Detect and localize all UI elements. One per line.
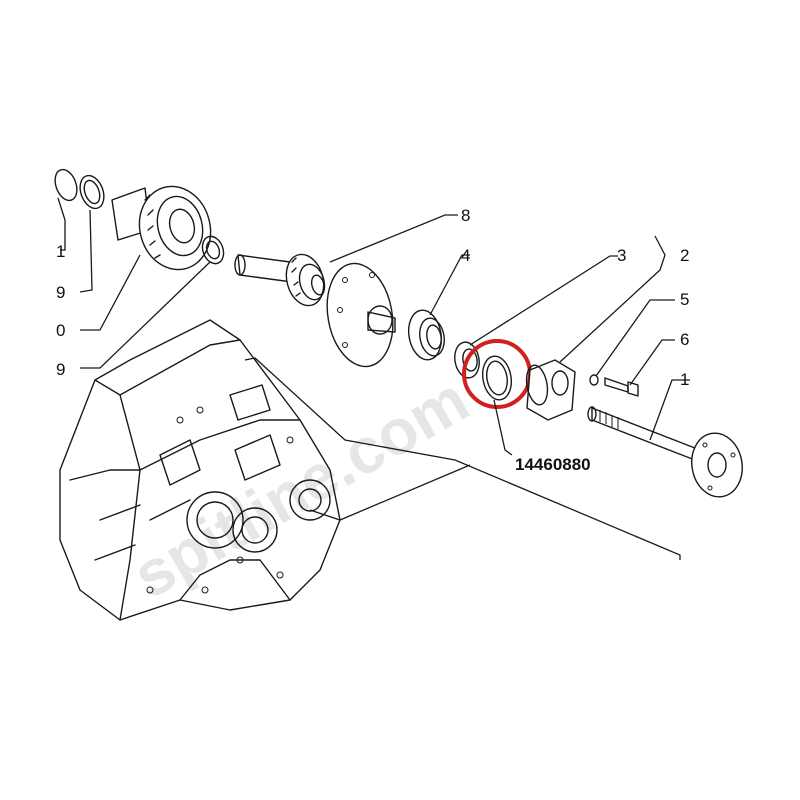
leader-9-top xyxy=(79,209,93,293)
bearing-cover xyxy=(525,359,576,421)
pinion-shaft xyxy=(234,253,326,307)
callout-8: 8 xyxy=(461,206,470,225)
callout-9-bottom: 9 xyxy=(56,360,65,379)
callout-1-top: 1 xyxy=(56,242,65,261)
assembly-bracket-line xyxy=(244,357,681,560)
leader-1-shaft xyxy=(649,379,690,441)
bolt xyxy=(604,377,639,397)
leader-0 xyxy=(80,254,141,331)
callout-9-top: 9 xyxy=(56,283,65,302)
callout-3: 3 xyxy=(617,246,626,265)
leader-part-number xyxy=(493,399,513,456)
leader-5 xyxy=(595,299,675,377)
callout-5: 5 xyxy=(680,290,689,309)
flange-plate xyxy=(326,262,396,368)
leader-9-bottom xyxy=(80,261,211,369)
leader-1-top xyxy=(57,197,66,251)
callout-4: 4 xyxy=(461,246,470,265)
leader-4 xyxy=(429,254,470,316)
housing-link-line xyxy=(309,464,471,521)
washer xyxy=(589,374,599,386)
highlighted-part-number: 14460880 xyxy=(515,455,591,474)
gearbox-housing xyxy=(59,319,341,621)
shim-ring-top xyxy=(79,174,105,210)
callout-6: 6 xyxy=(680,330,689,349)
bearing xyxy=(407,309,445,361)
leader-8 xyxy=(329,214,458,263)
shim-ring-bottom xyxy=(201,235,225,265)
callout-2: 2 xyxy=(680,246,689,265)
o-ring-part xyxy=(481,355,513,401)
callout-1-shaft: 1 xyxy=(680,370,689,389)
snap-ring xyxy=(54,168,78,202)
callout-0: 0 xyxy=(56,321,65,340)
drive-shaft xyxy=(587,406,743,498)
differential-gear xyxy=(111,185,212,271)
leader-2 xyxy=(559,235,666,363)
leader-6 xyxy=(629,339,675,386)
leader-3 xyxy=(469,255,618,346)
